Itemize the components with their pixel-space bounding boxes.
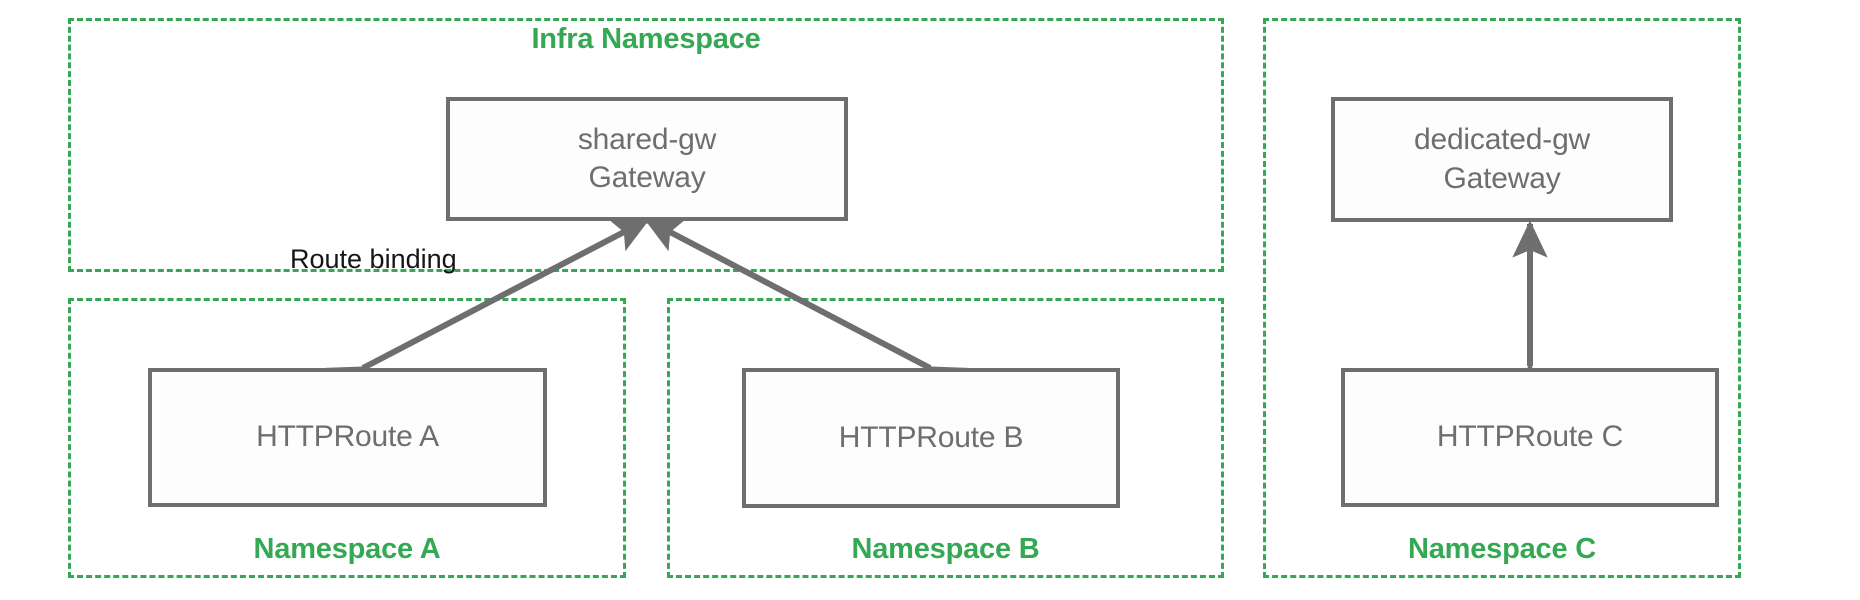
resource-box-httproute-c[interactable]: HTTPRoute C	[1341, 368, 1719, 507]
resource-line-2: Gateway	[588, 161, 706, 194]
resource-box-shared-gw[interactable]: shared-gw Gateway	[446, 97, 848, 221]
resource-box-httproute-b[interactable]: HTTPRoute B	[742, 368, 1120, 508]
namespace-label-a: Namespace A	[253, 533, 441, 565]
edge-label-route-binding: Route binding	[290, 244, 457, 274]
resource-label-dedicated-gw: dedicated-gw Gateway	[1335, 121, 1669, 198]
resource-label-httproute-c: HTTPRoute C	[1436, 420, 1624, 454]
resource-label-httproute-b: HTTPRoute B	[838, 420, 1024, 454]
namespace-label-b: Namespace B	[851, 533, 1040, 565]
namespace-box-c	[1263, 18, 1741, 578]
namespace-label-c: Namespace C	[1407, 533, 1596, 565]
resource-label-httproute-a: HTTPRoute A	[256, 420, 439, 454]
resource-box-httproute-a[interactable]: HTTPRoute A	[148, 368, 547, 507]
resource-label-shared-gw: shared-gw Gateway	[450, 121, 844, 198]
resource-line-2: Gateway	[1443, 161, 1561, 195]
resource-line-1: dedicated-gw	[1413, 123, 1591, 157]
namespace-label-infra: Infra Namespace	[531, 23, 761, 55]
resource-box-dedicated-gw[interactable]: dedicated-gw Gateway	[1331, 97, 1673, 222]
resource-line-1: shared-gw	[577, 122, 717, 156]
